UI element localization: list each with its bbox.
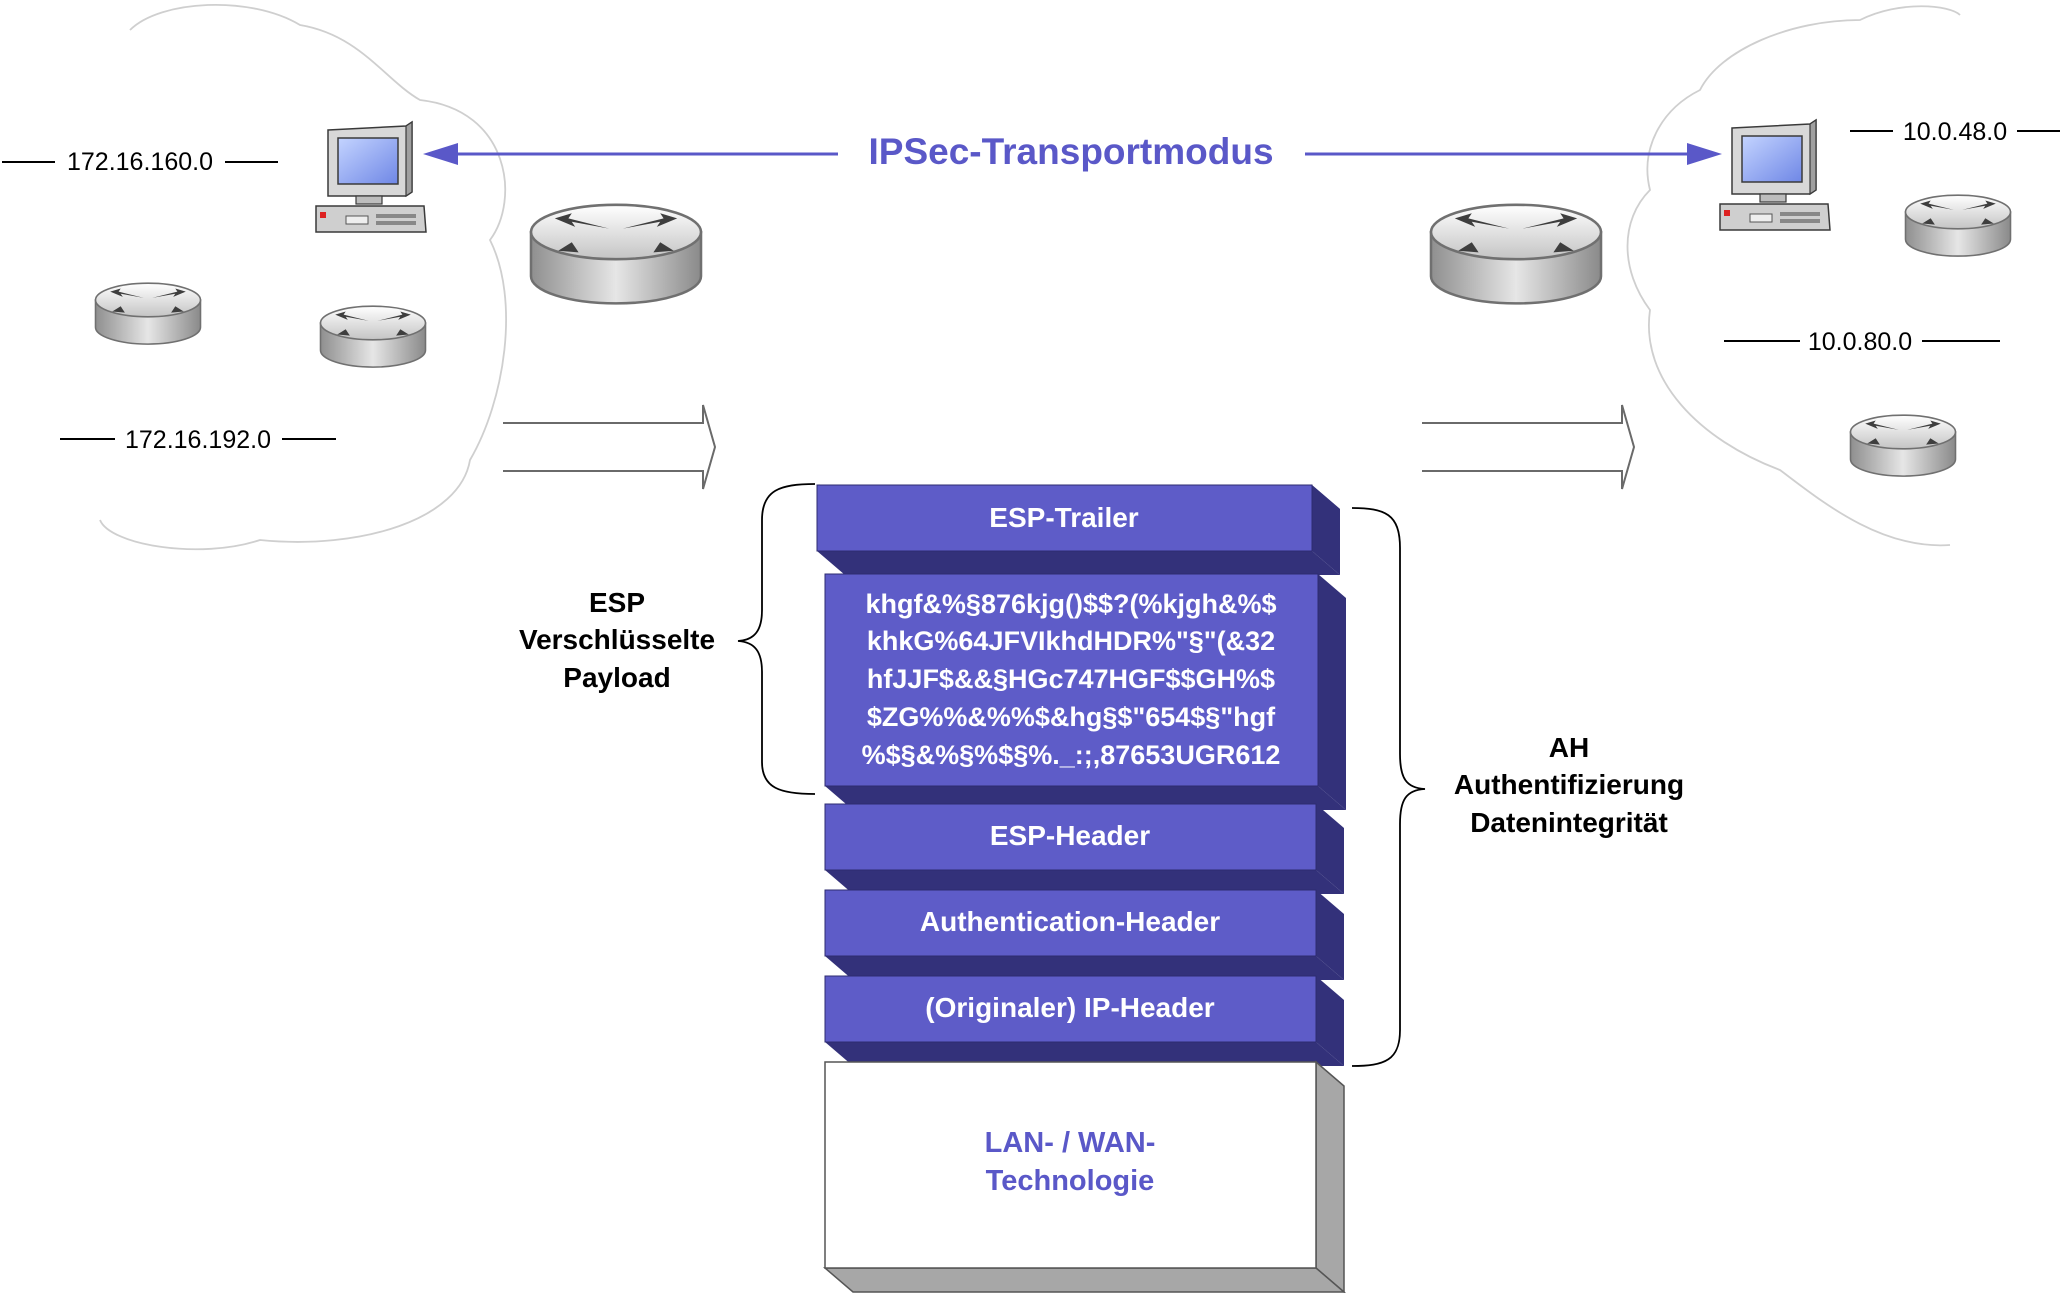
- payload-line: khgf&%§876kjg()$$?(%kjgh&%$: [865, 589, 1276, 619]
- payload-line: %$§&%§%$§%._:;,87653UGR612: [862, 740, 1281, 770]
- router-icon: [94, 282, 202, 345]
- computer-icon: [315, 121, 427, 233]
- subnet-label: 172.16.192.0: [125, 426, 271, 454]
- cloud-icon: [99, 4, 507, 551]
- esp-brace-label: Payload: [563, 662, 670, 693]
- ah-brace-label: AH: [1549, 732, 1589, 763]
- subnet-label: 172.16.160.0: [67, 148, 213, 176]
- esp-trailer-label: ESP-Trailer: [989, 502, 1139, 533]
- ah-brace-label: Datenintegrität: [1470, 807, 1668, 838]
- esp-header-label: ESP-Header: [990, 820, 1150, 851]
- ah-brace: [1351, 507, 1426, 1067]
- encrypted-payload-layer: khgf&%§876kjg()$$?(%kjgh&%$ khkG%64JFVIk…: [824, 573, 1346, 810]
- cloud-icon: [1626, 5, 1961, 547]
- router-icon: [1904, 194, 2012, 257]
- subnet-label: 10.0.48.0: [1903, 118, 2007, 146]
- esp-brace: [737, 483, 816, 795]
- esp-header-layer: ESP-Header: [824, 803, 1344, 894]
- router-icon: [1429, 203, 1603, 305]
- router-icon: [1849, 414, 1957, 477]
- esp-trailer-layer: ESP-Trailer: [816, 484, 1340, 575]
- lan-wan-label: Technologie: [986, 1165, 1155, 1197]
- ip-header-label: (Originaler) IP-Header: [925, 992, 1215, 1023]
- ah-brace-label: Authentifizierung: [1454, 769, 1684, 800]
- subnet-label: 10.0.80.0: [1808, 328, 1912, 356]
- ip-header-layer: (Originaler) IP-Header: [824, 975, 1344, 1066]
- esp-brace-label: Verschlüsselte: [519, 624, 715, 655]
- payload-line: hfJJF$&&§HGc747HGF$$GH%$: [867, 664, 1275, 694]
- authentication-header-layer: Authentication-Header: [824, 889, 1344, 980]
- lan-wan-label: LAN- / WAN-: [985, 1127, 1156, 1159]
- arrow-outline-icon: [502, 404, 716, 490]
- router-icon: [319, 305, 427, 368]
- esp-brace-label: ESP: [589, 587, 645, 618]
- diagram-title: IPSec-Transportmodus: [868, 131, 1273, 172]
- payload-line: $ZG%%&%%$&hg§$"654$§"hgf: [867, 702, 1276, 732]
- authentication-header-label: Authentication-Header: [920, 906, 1220, 937]
- payload-line: khkG%64JFVIkhdHDR%"§"(&32: [867, 626, 1275, 656]
- lan-wan-layer: LAN- / WAN- Technologie: [822, 1060, 1347, 1293]
- router-icon: [529, 203, 703, 305]
- arrow-outline-icon: [1421, 404, 1635, 490]
- computer-icon: [1719, 119, 1831, 231]
